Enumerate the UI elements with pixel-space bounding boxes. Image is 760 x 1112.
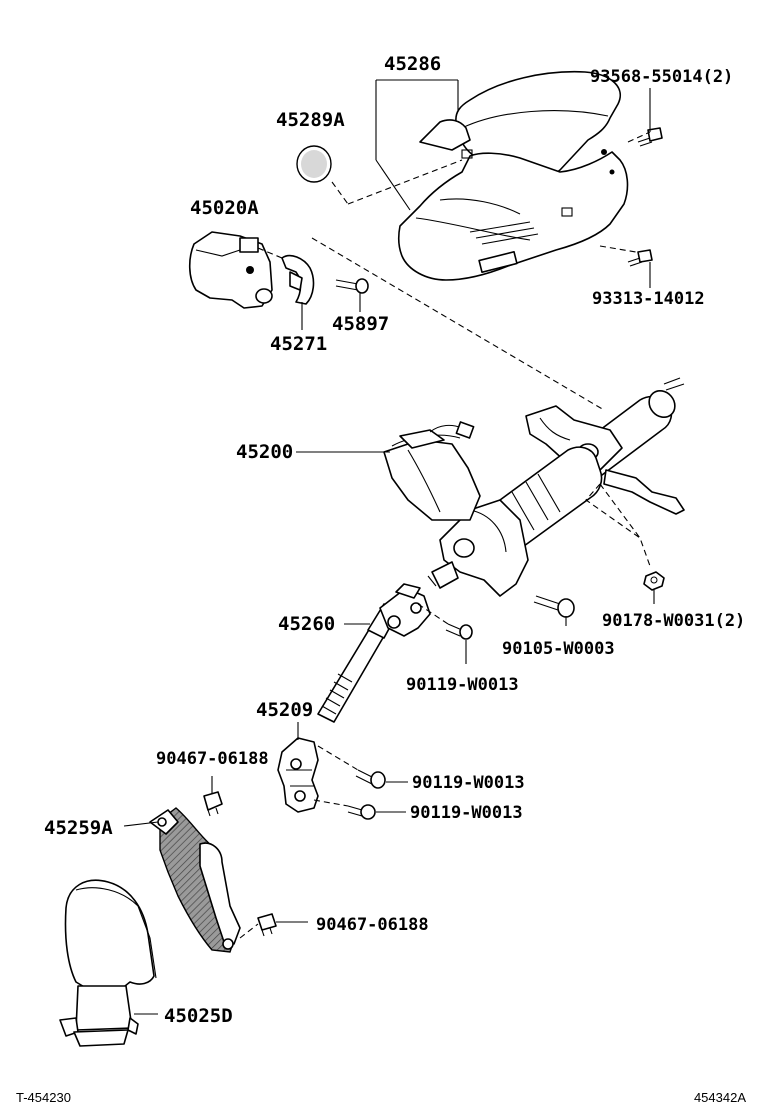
bolt-90119-middle (355, 769, 386, 789)
label-90178: 90178-W0031(2) (602, 611, 745, 631)
label-45209: 45209 (256, 699, 313, 721)
label-45200: 45200 (236, 441, 293, 463)
bolt-90119-lower (347, 804, 376, 820)
bolt-90119-upper (445, 623, 473, 640)
screw-45897 (335, 278, 369, 294)
boot-45025D (59, 879, 157, 1047)
universal-joint-45209 (277, 737, 319, 813)
label-45025D: 45025D (164, 1005, 233, 1027)
label-45286: 45286 (384, 53, 441, 75)
bracket-45271 (281, 254, 315, 305)
cap-45289A (296, 145, 332, 183)
nut-90178 (643, 571, 665, 591)
label-90119-upper: 90119-W0013 (406, 675, 519, 695)
bolt-90105 (533, 595, 575, 618)
footer-left-code: T-454230 (16, 1090, 71, 1105)
clip-90467-lower (257, 913, 277, 937)
label-45260: 45260 (278, 613, 335, 635)
cover-screw-upper (637, 127, 663, 147)
label-90119-middle: 90119-W0013 (412, 773, 525, 793)
switch-bracket-45020A (188, 231, 273, 309)
footer-right-code: 454342A (694, 1090, 746, 1105)
label-90467-lower: 90467-06188 (316, 915, 429, 935)
steering-column-45200 (383, 377, 685, 597)
label-90467-upper: 90467-06188 (156, 749, 269, 769)
column-cover-lower (397, 149, 629, 281)
intermediate-shaft-45260 (317, 583, 431, 723)
label-90119-lower: 90119-W0013 (410, 803, 523, 823)
part-labels: 45286 93568-55014(2) 45289A 45020A 93313… (44, 53, 745, 1027)
cover-screw-lower (627, 249, 653, 267)
label-93313: 93313-14012 (592, 289, 705, 309)
label-45289A: 45289A (276, 109, 345, 131)
label-45897: 45897 (332, 313, 389, 335)
label-90105: 90105-W0003 (502, 639, 615, 659)
column-cover-upper (419, 70, 621, 181)
label-45259A: 45259A (44, 817, 113, 839)
label-93568: 93568-55014(2) (590, 67, 733, 87)
clip-90467-upper (203, 791, 223, 817)
leader-lines (123, 79, 655, 1015)
label-45020A: 45020A (190, 197, 259, 219)
hole-cover-45259A (149, 807, 241, 953)
label-45271: 45271 (270, 333, 327, 355)
